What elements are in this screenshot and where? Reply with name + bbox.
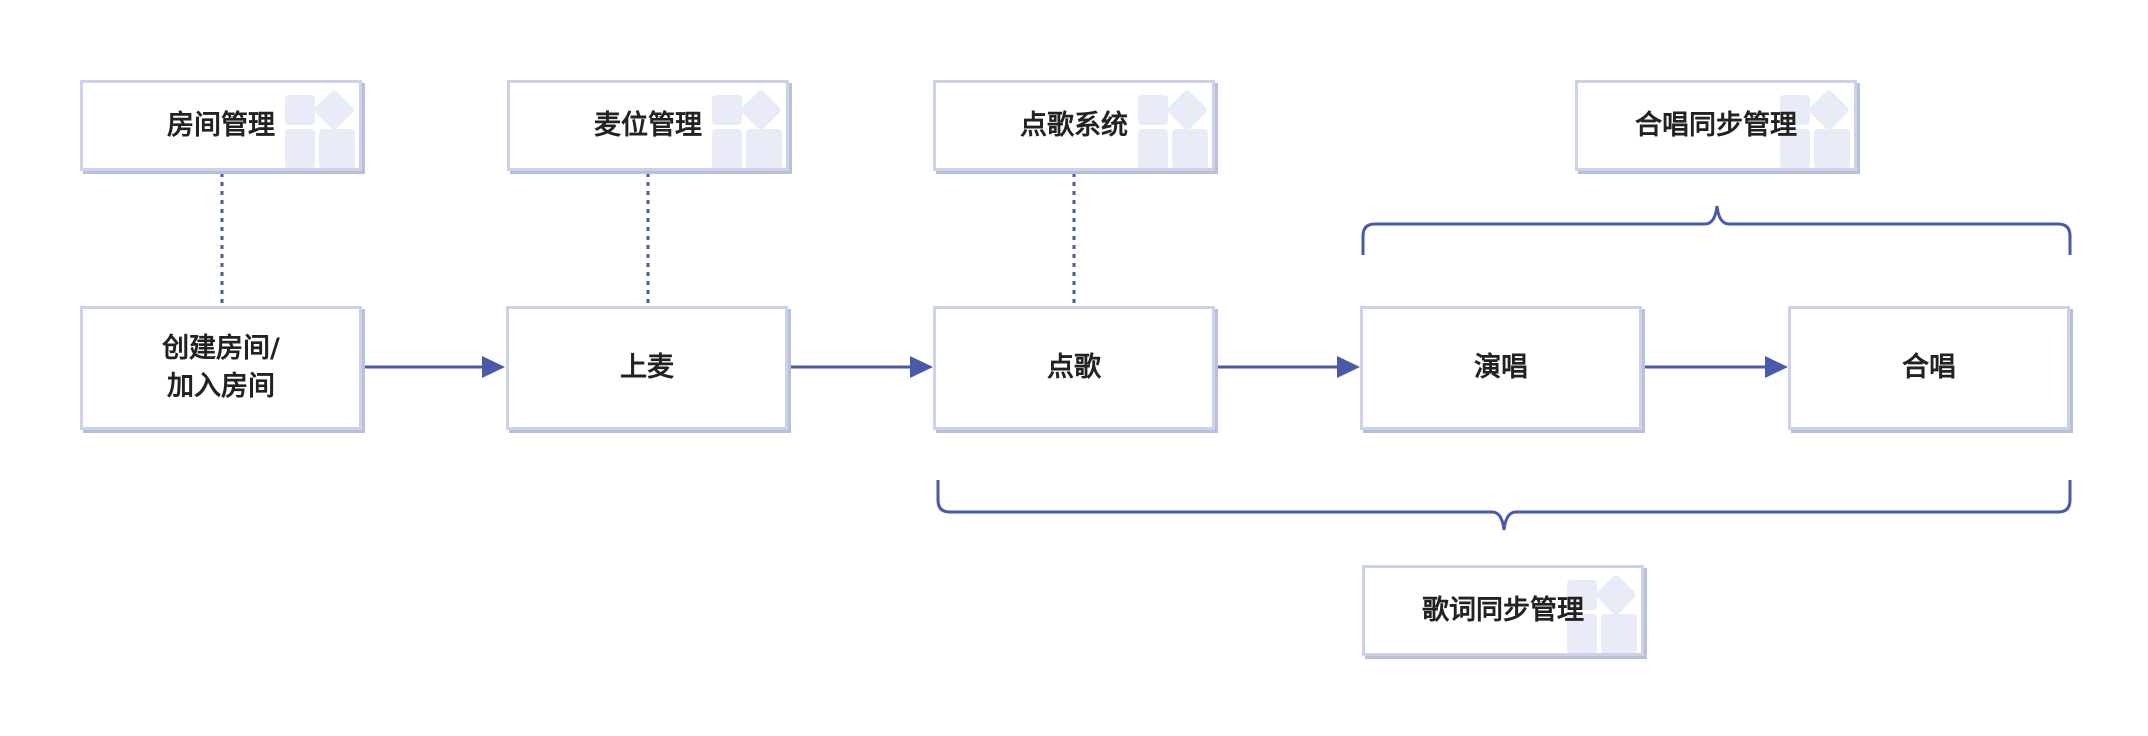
step-order-song[interactable]: 点歌	[933, 306, 1215, 430]
step-create-join-room[interactable]: 创建房间/ 加入房间	[80, 306, 362, 430]
module-song-system[interactable]: 点歌系统	[933, 80, 1215, 171]
module-mic-management[interactable]: 麦位管理	[507, 80, 789, 171]
chorus-sync-brace	[1361, 205, 2072, 255]
arrowhead-icon	[482, 356, 505, 378]
step-chorus[interactable]: 合唱	[1788, 306, 2070, 430]
arrowhead-icon	[910, 356, 933, 378]
module-deco-icon	[1138, 90, 1208, 168]
module-label: 歌词同步管理	[1422, 594, 1584, 626]
module-lyrics-sync[interactable]: 歌词同步管理	[1362, 565, 1644, 656]
step-label: 点歌	[1047, 352, 1101, 383]
module-deco-icon	[712, 90, 782, 168]
module-label: 麦位管理	[594, 109, 702, 141]
step-label: 创建房间/ 加入房间	[162, 333, 280, 402]
flow-arrows	[363, 356, 1788, 378]
module-deco-icon	[1567, 575, 1637, 653]
step-label: 合唱	[1902, 352, 1956, 383]
step-sing[interactable]: 演唱	[1360, 306, 1642, 430]
module-deco-icon	[1780, 90, 1850, 168]
module-label: 点歌系统	[1020, 109, 1128, 141]
arrowhead-icon	[1337, 356, 1360, 378]
lyrics-sync-brace	[936, 480, 2072, 531]
module-label: 房间管理	[167, 109, 275, 141]
module-deco-icon	[285, 90, 355, 168]
module-chorus-sync[interactable]: 合唱同步管理	[1575, 80, 1857, 171]
step-label: 上麦	[620, 352, 674, 383]
arrowhead-icon	[1765, 356, 1788, 378]
module-label: 合唱同步管理	[1635, 109, 1797, 141]
step-label: 演唱	[1474, 352, 1528, 383]
module-room-management[interactable]: 房间管理	[80, 80, 362, 171]
step-go-on-mic[interactable]: 上麦	[506, 306, 788, 430]
